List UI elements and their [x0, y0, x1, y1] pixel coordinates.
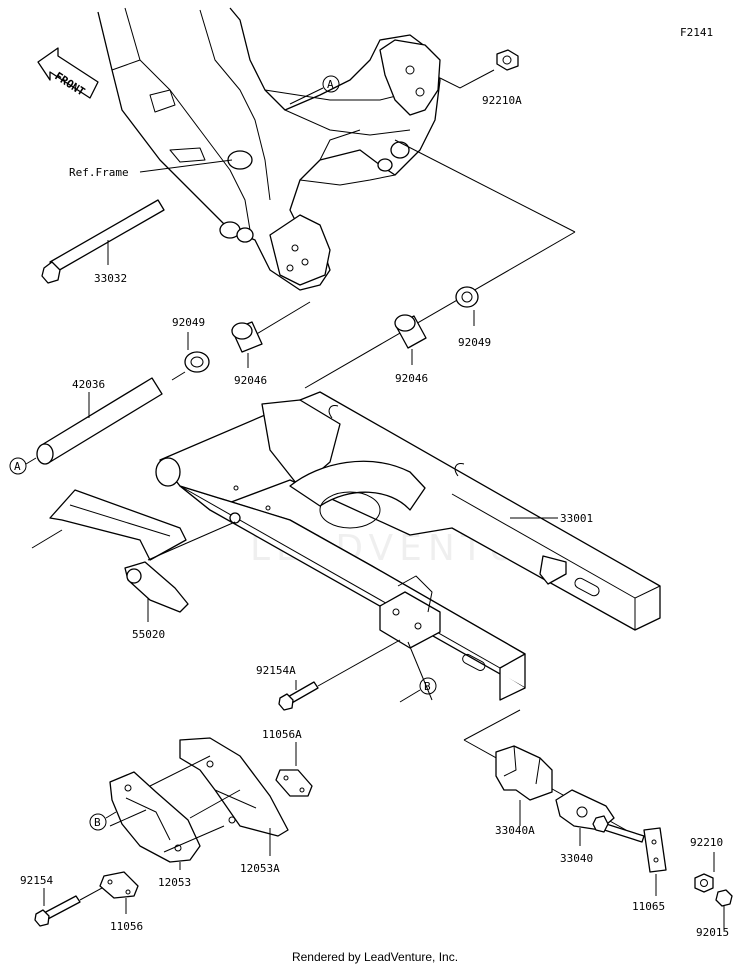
label-33032: 33032	[94, 272, 127, 285]
frame-illustration	[97, 7, 441, 291]
label-92154: 92154	[20, 874, 53, 887]
svg-text:A: A	[327, 78, 334, 91]
pivot-bolt-33032	[41, 199, 165, 284]
nut-92210	[694, 873, 714, 893]
svg-text:B: B	[424, 680, 431, 693]
callout-b-lower: B	[89, 811, 117, 831]
swingarm-33001	[155, 391, 661, 701]
bearing-92046-right	[394, 314, 427, 349]
label-11065: 11065	[632, 900, 665, 913]
label-33040: 33040	[560, 852, 593, 865]
label-92210A: 92210A	[482, 94, 522, 107]
callout-a-left: A	[9, 457, 37, 475]
seal-92049-left	[184, 351, 210, 373]
front-arrow-icon: FRONT	[37, 47, 99, 99]
label-55020: 55020	[132, 628, 165, 641]
label-92210: 92210	[690, 836, 723, 849]
plate-11065	[643, 827, 667, 873]
label-92049-left: 92049	[172, 316, 205, 329]
svg-text:A: A	[14, 460, 21, 473]
plate-11056A	[275, 769, 313, 797]
nut-92015	[715, 889, 733, 907]
label-33001: 33001	[560, 512, 593, 525]
nut-92210A	[496, 49, 519, 71]
label-12053A: 12053A	[240, 862, 280, 875]
label-92046-right: 92046	[395, 372, 428, 385]
bolt-92154A	[278, 681, 319, 711]
label-12053: 12053	[158, 876, 191, 889]
collar-42036	[36, 377, 163, 465]
ref-frame-label: Ref.Frame	[69, 166, 129, 179]
label-42036: 42036	[72, 378, 105, 391]
label-11056A: 11056A	[262, 728, 302, 741]
adjuster-bolt-11065	[592, 815, 645, 843]
chain-guide-12053A	[179, 737, 289, 837]
footer-credit: Rendered by LeadVenture, Inc.	[291, 950, 459, 964]
label-92046-left: 92046	[234, 374, 267, 387]
block-33040A	[495, 745, 553, 801]
label-92154A: 92154A	[256, 664, 296, 677]
chain-guide-12053	[109, 771, 201, 863]
bolt-92154	[34, 895, 81, 927]
bearing-92046-left	[231, 321, 263, 353]
label-33040A: 33040A	[495, 824, 535, 837]
callout-b-swingarm: B	[399, 677, 437, 703]
chain-guide-55020	[49, 489, 241, 613]
figure-code: F2141	[680, 26, 713, 39]
label-92049-right: 92049	[458, 336, 491, 349]
seal-92049-right	[455, 286, 479, 308]
svg-text:B: B	[94, 816, 101, 829]
callout-a-top: A	[289, 75, 340, 105]
label-92015: 92015	[696, 926, 729, 939]
plate-11056	[99, 871, 139, 899]
label-11056: 11056	[110, 920, 143, 933]
